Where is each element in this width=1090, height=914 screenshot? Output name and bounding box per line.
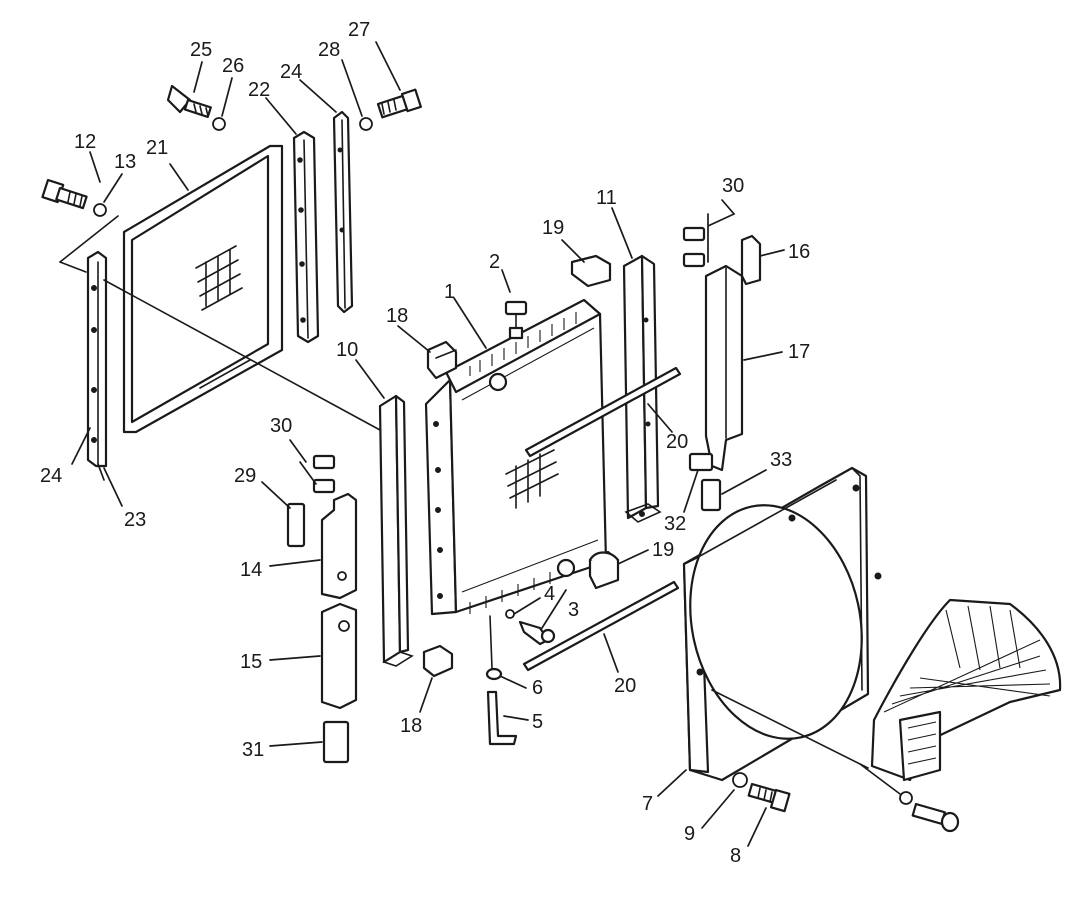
pad-30-top xyxy=(682,226,706,268)
leader-lines xyxy=(71,41,785,847)
assembly-line xyxy=(59,215,119,263)
cap-2 xyxy=(504,300,528,340)
callout-7: 7 xyxy=(642,793,653,815)
callout-4: 4 xyxy=(544,583,555,605)
callout-14: 14 xyxy=(240,559,262,581)
clamp-6 xyxy=(485,667,503,681)
callout-26: 26 xyxy=(222,55,244,77)
left-side-strip-23 xyxy=(86,250,108,468)
rod-20-upper xyxy=(524,366,682,458)
panel-14 xyxy=(320,492,358,600)
washer-right xyxy=(899,791,913,805)
screen-frame-21 xyxy=(122,144,284,434)
callout-8: 8 xyxy=(730,845,741,867)
callout-28: 28 xyxy=(318,39,340,61)
block-19-top xyxy=(570,254,612,288)
callout-18-bottom: 18 xyxy=(400,715,422,737)
bolt-27 xyxy=(376,88,422,119)
callout-25: 25 xyxy=(190,39,212,61)
radiator-core-1 xyxy=(424,298,608,616)
assembly-line xyxy=(859,763,901,795)
callout-9: 9 xyxy=(684,823,695,845)
washer-26 xyxy=(212,117,226,131)
bolt-12 xyxy=(41,178,88,210)
callout-17: 17 xyxy=(788,341,810,363)
callout-3: 3 xyxy=(568,599,579,621)
callout-19-top: 19 xyxy=(542,217,564,239)
callout-labels: 1 2 3 4 5 6 7 8 9 10 11 12 13 14 15 16 1… xyxy=(40,19,810,867)
callout-27: 27 xyxy=(348,19,370,41)
callout-20-lower: 20 xyxy=(614,675,636,697)
callout-21: 21 xyxy=(146,137,168,159)
washer-9 xyxy=(732,772,748,788)
callout-18-top: 18 xyxy=(386,305,408,327)
block-18-top xyxy=(426,340,458,380)
callout-19-bottom: 19 xyxy=(652,539,674,561)
rod-20-lower xyxy=(522,580,680,672)
block-31 xyxy=(322,720,350,764)
callout-12: 12 xyxy=(74,131,96,153)
block-18-bottom xyxy=(422,644,454,678)
callout-6: 6 xyxy=(532,677,543,699)
callout-10: 10 xyxy=(336,339,358,361)
callout-15: 15 xyxy=(240,651,262,673)
callout-20-upper: 20 xyxy=(666,431,688,453)
callout-31: 31 xyxy=(242,739,264,761)
wing-bolt-25 xyxy=(166,84,212,119)
block-19-bottom xyxy=(588,550,620,590)
block-29 xyxy=(286,502,306,548)
assembly-line xyxy=(711,689,869,769)
callout-22: 22 xyxy=(248,79,270,101)
callout-13: 13 xyxy=(114,151,136,173)
panel-17 xyxy=(704,264,744,472)
strip-22 xyxy=(292,130,320,344)
assembly-line xyxy=(59,261,87,273)
callout-11: 11 xyxy=(596,187,617,209)
callout-32: 32 xyxy=(664,513,686,535)
callout-24-top: 24 xyxy=(280,61,302,83)
callout-30-left: 30 xyxy=(270,415,292,437)
strip-24-top xyxy=(332,110,354,314)
washer-13 xyxy=(93,203,107,217)
callout-1: 1 xyxy=(444,281,455,303)
callout-29: 29 xyxy=(234,465,256,487)
callout-5: 5 xyxy=(532,711,543,733)
drain-hose-5 xyxy=(486,690,518,746)
washer-28 xyxy=(359,117,373,131)
callout-16: 16 xyxy=(788,241,810,263)
bolt-8 xyxy=(747,782,791,813)
callout-23: 23 xyxy=(124,509,146,531)
callout-24-left: 24 xyxy=(40,465,62,487)
callout-33: 33 xyxy=(770,449,792,471)
fan-guard xyxy=(870,598,1062,782)
assembly-line xyxy=(489,615,493,669)
panel-15 xyxy=(320,602,358,710)
bolt-right xyxy=(911,802,960,833)
block-32 xyxy=(688,452,714,472)
bracket-10 xyxy=(378,394,414,667)
pad-30-left xyxy=(312,454,336,494)
assembly-line xyxy=(103,279,381,431)
fan-shroud-7 xyxy=(682,466,882,782)
callout-30-top: 30 xyxy=(722,175,744,197)
gasket-4 xyxy=(505,609,515,619)
block-33 xyxy=(700,478,722,512)
block-16 xyxy=(740,234,762,286)
drain-valve-3 xyxy=(518,620,556,646)
callout-2: 2 xyxy=(489,251,500,273)
